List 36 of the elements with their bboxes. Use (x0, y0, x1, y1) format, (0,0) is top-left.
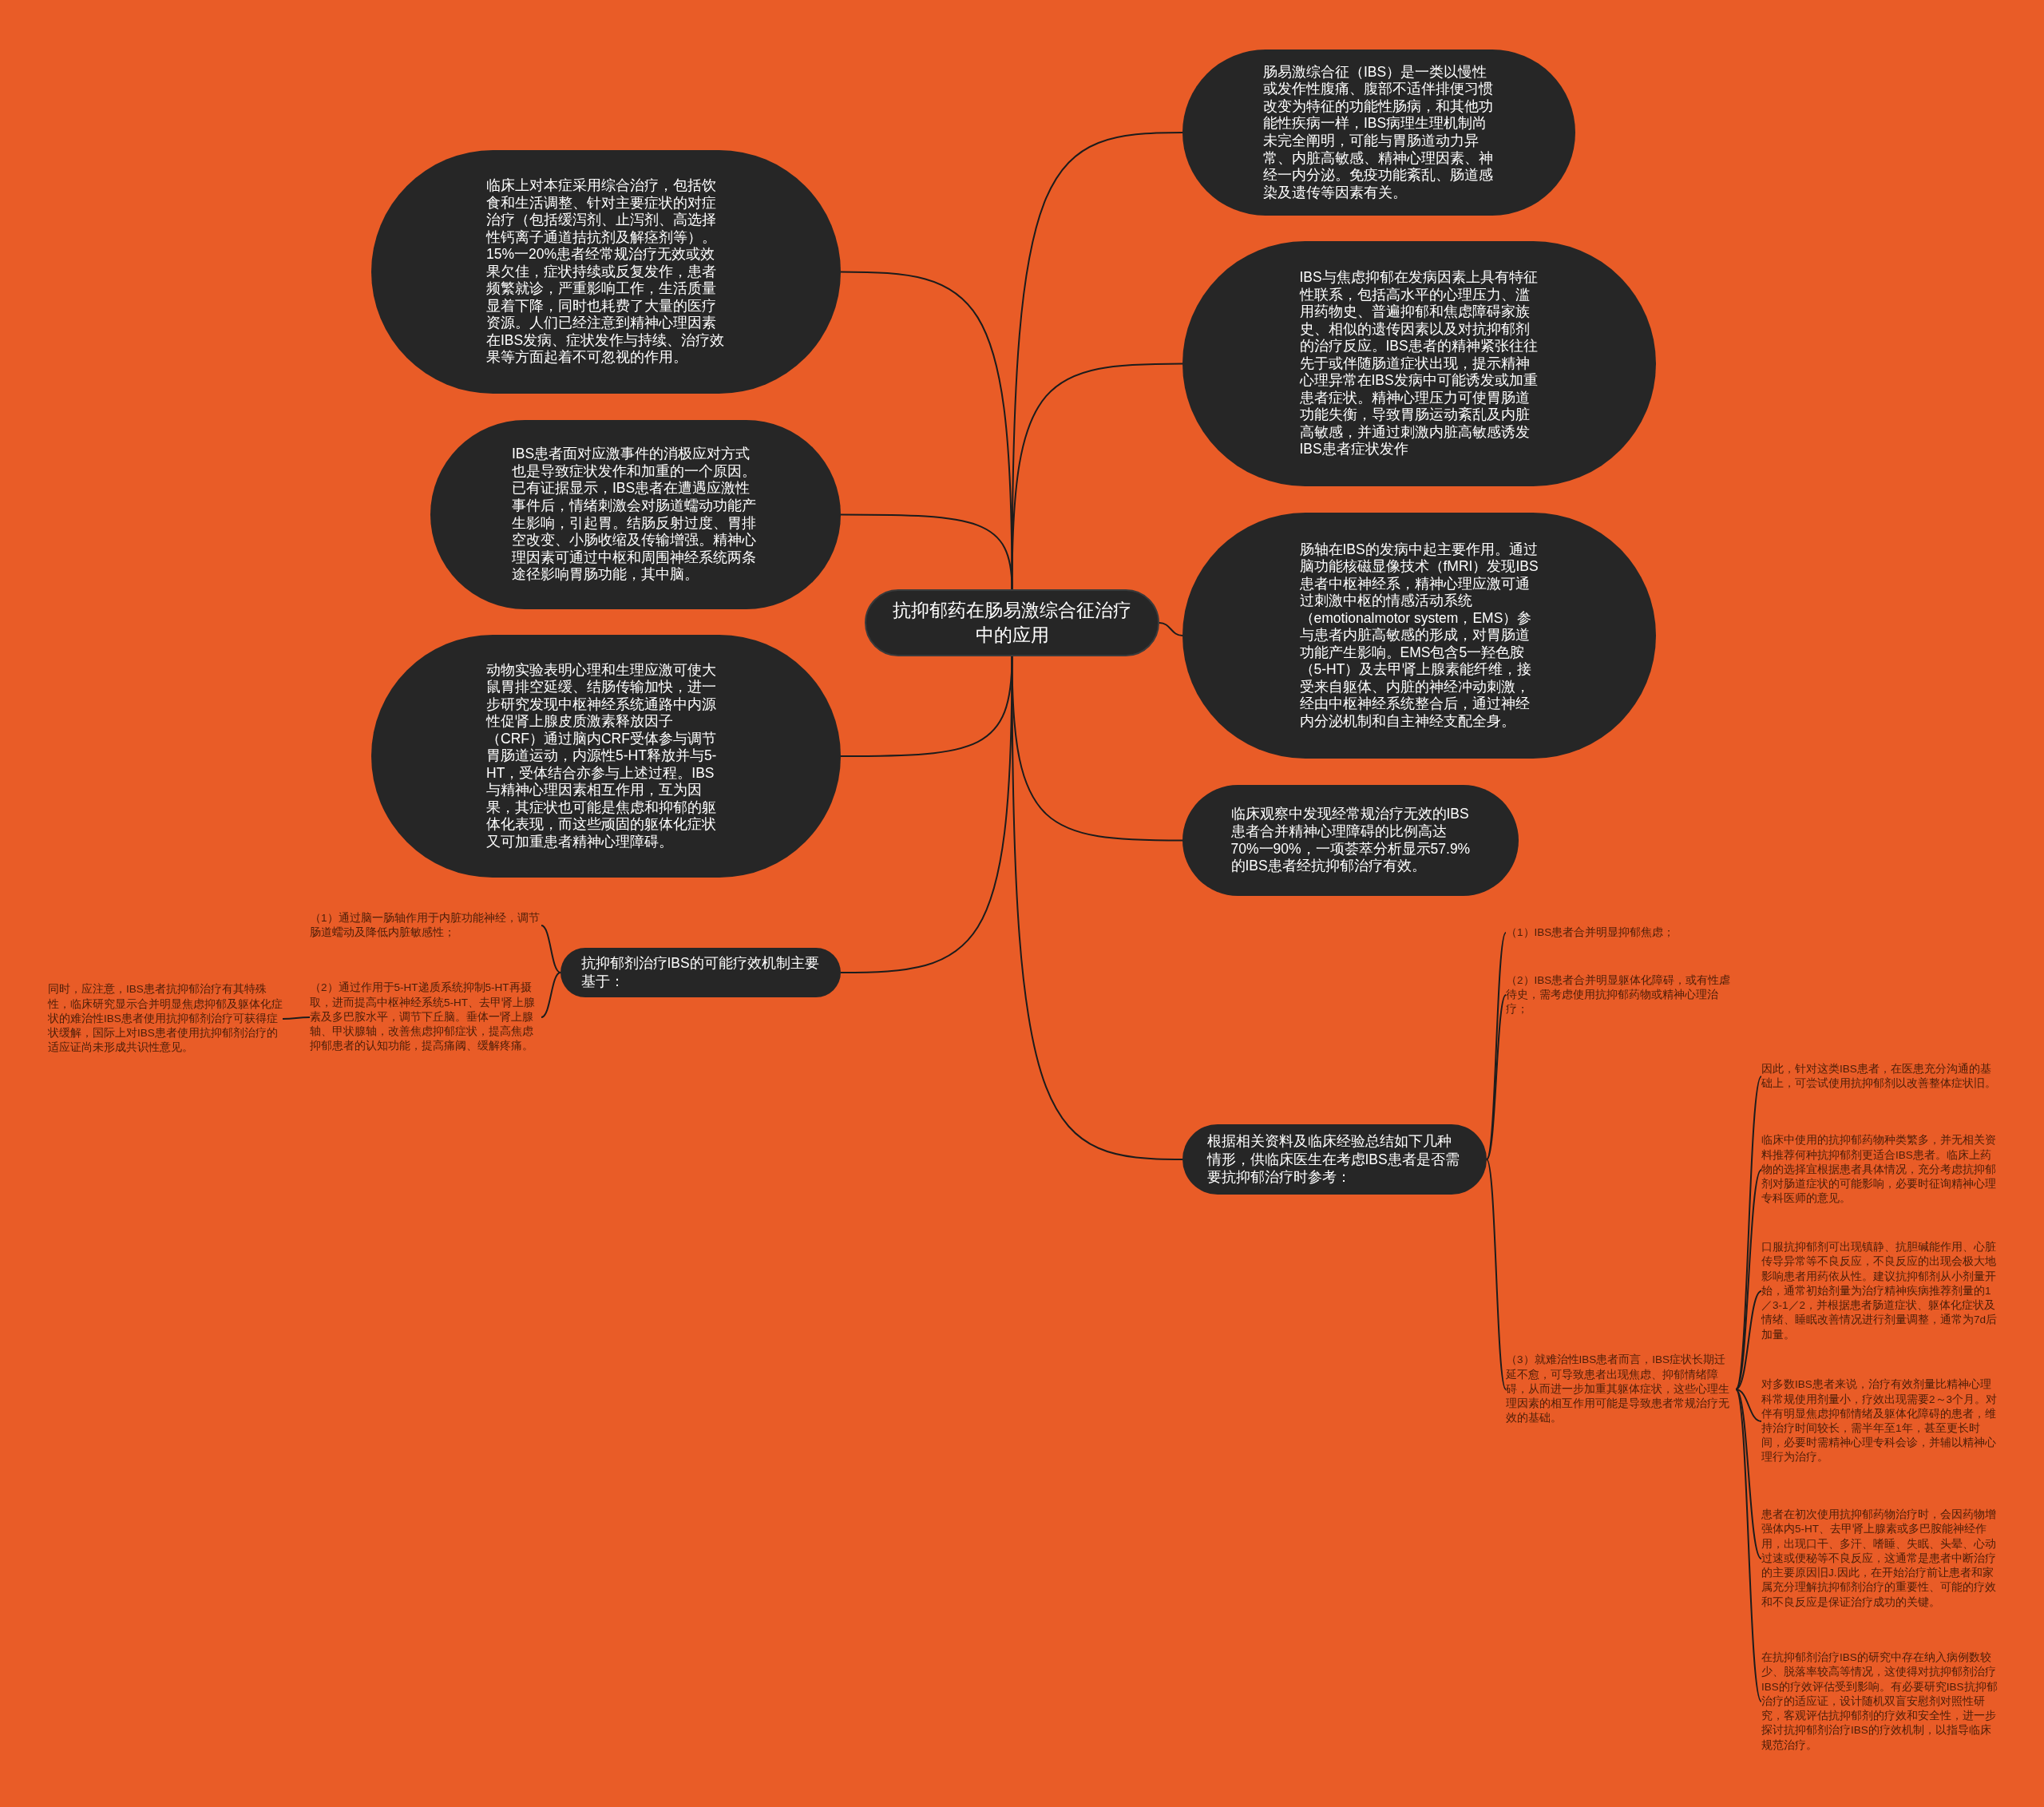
topic-bubble: IBS患者面对应激事件的消极应对方式也是导致症状发作和加重的一个原因。已有证据显示，IBS患者在遭遇应激性事件后，情绪刺激会对肠道蠕动功能产生影响，引起胃。结肠反射过度、胃排空改变、小肠收缩及传输增强。精神心理因素可通过中枢和周围神经系统两条途径影响胃肠功能，其中脑。 (430, 420, 841, 609)
note-text: （2）IBS患者合并明显躯体化障碍，或有性虐待史，需考虑使用抗抑郁药物或精神心理治疗； (1506, 969, 1736, 1020)
connector-line (1011, 363, 1183, 590)
connector-line (541, 972, 561, 1018)
note-text: 临床中使用的抗抑郁药物种类繁多，并无相关资料推荐何种抗抑郁剂更适合IBS患者。临床上药物的选择宜根据患者具体情况，充分考虑抗抑郁剂对肠道症状的可能影响，必要时征询精神心理专科医师的意见。 (1761, 1130, 2001, 1210)
note-text: （2）通过作用于5-HT递质系统抑制5-HT再摄取，进而提高中枢神经系统5-HT、去甲肾上腺素及多巴胺水平，调节下丘脑。垂体一肾上腺轴、甲状腺轴，改善焦虑抑郁症状，提高焦虑抑郁患者的认知功能，提高痛阈、缓解疼痛。 (310, 969, 541, 1065)
connector-line (541, 925, 561, 973)
connector-line (282, 1016, 311, 1020)
topic-bubble: 肠轴在IBS的发病中起主要作用。通过脑功能核磁显像技术（fMRI）发现IBS患者中枢神经系，精神心理应激可通过刺激中枢的情感活动系统（emotionalmotor system，EMS）参与患者内脏高敏感的形成，对胃肠道功能产生影响。EMS包含5一羟色胺（5-HT）及去甲肾上腺素能纤维，接受来自躯体、内脏的神经冲动刺激，经由中枢神经系统整合后，通过神经内分泌机制和自主神经支配全身。 (1182, 513, 1656, 759)
connector-line (1159, 622, 1183, 636)
connector-line (1735, 1076, 1762, 1390)
connector-line (1735, 1389, 1762, 1702)
topic-bubble: 肠易激综合征（IBS）是一类以慢性或发作性腹痛、腹部不适伴排便习惯改变为特征的功能性肠病，和其他功能性疾病一样，IBS病理生理机制尚未完全阐明，可能与胃肠道动力异常、内脏高敏感、精神心理因素、神经一内分泌。免疫功能紊乱、肠道感染及遗传等因素有关。 (1182, 50, 1575, 216)
topic-bubble: 临床上对本症采用综合治疗，包括饮食和生活调整、针对主要症状的对症治疗（包括缓泻剂、止泻剂、高选择性钙离子通道拮抗剂及解痉剂等）。15%一20%患者经常规治疗无效或效果欠佳，症状持续或反复发作，患者频繁就诊，严重影响工作，生活质量显着下降，同时也耗费了大量的医疗资源。人们已经注意到精神心理因素在IBS发病、症状发作与持续、治疗效果等方面起着不可忽视的作用。 (371, 150, 841, 394)
note-text: （1）通过脑一肠轴作用于内脏功能神经，调节肠道蠕动及降低内脏敏感性； (310, 907, 541, 944)
topic-bubble: 临床观察中发现经常规治疗无效的IBS患者合并精神心理障碍的比例高达70%一90%，一项荟萃分析显示57.9%的IBS患者经抗抑郁治疗有效。 (1182, 785, 1519, 896)
connector-line (1486, 1159, 1507, 1390)
note-text: （3）就难治性IBS患者而言，IBS症状长期迁延不愈，可导致患者出现焦虑、抑郁情绪障碍，从而进一步加重其躯体症状，这些心理生理因素的相互作用可能是导致患者常规治疗无效的基础。 (1506, 1349, 1736, 1429)
connector-line (1735, 1389, 1762, 1559)
topic-bubble: 根据相关资料及临床经验总结如下几种情形，供临床医生在考虑IBS患者是否需要抗抑郁治疗时参考： (1182, 1124, 1487, 1195)
note-text: 因此，针对这类IBS患者，在医患充分沟通的基础上，可尝试使用抗抑郁剂以改善整体症状旧。 (1761, 1052, 2001, 1100)
note-text: （1）IBS患者合并明显抑郁焦虑； (1506, 921, 1736, 944)
note-text: 在抗抑郁剂治疗IBS的研究中存在纳入病例数较少、脱落率较高等情况，这使得对抗抑郁剂治疗IBS的疗效评估受到影响。有必要研究IBS抗抑郁治疗的适应证，设计随机双盲安慰剂对照性研究，客观评估抗抑郁剂的疗效和安全性，进一步探讨抗抑郁剂治疗IBS的疗效机制，以指导临床规范治疗。 (1761, 1648, 2001, 1755)
note-text: 同时，应注意，IBS患者抗抑郁治疗有其特殊性，临床研究显示合并明显焦虑抑郁及躯体化症状的难治性IBS患者使用抗抑郁剂治疗可获得症状缓解，国际上对IBS患者使用抗抑郁剂治疗的适应证尚未形成共识性意见。 (48, 979, 283, 1059)
connector-line (1011, 656, 1183, 1160)
connector-line (840, 656, 1013, 973)
central-topic: 抗抑郁药在肠易激综合征治疗中的应用 (865, 589, 1159, 656)
topic-bubble: IBS与焦虑抑郁在发病因素上具有特征性联系，包括高水平的心理压力、滥用药物史、普遍抑郁和焦虑障碍家族史、相似的遗传因素以及对抗抑郁剂的治疗反应。IBS患者的精神紧张往往先于或伴随肠道症状出现，提示精神心理异常在IBS发病中可能诱发或加重患者症状。精神心理压力可使胃肠道功能失衡，导致胃肠运动紊乱及内脏高敏感，并通过刺激内脏高敏感诱发IBS患者症状发作 (1182, 241, 1656, 486)
connector-line (1735, 1389, 1762, 1422)
note-text: 患者在初次使用抗抑郁药物治疗时，会因药物增强体内5-HT、去甲肾上腺素或多巴胺能神经作用，出现口干、多汗、嗜睡、失眠、头晕、心动过速或便秘等不良反应，这通常是患者中断治疗的主要原因旧J.因此，在开始治疗前让患者和家属充分理解抗抑郁剂治疗的重要性、可能的疗效和不良反应是保证治疗成功的关键。 (1761, 1498, 2001, 1619)
topic-bubble: 抗抑郁剂治疗IBS的可能疗效机制主要基于： (561, 948, 841, 997)
note-text: 对多数IBS患者来说，治疗有效剂量比精神心理科常规使用剂量小，疗效出现需要2～3个月。对伴有明显焦虑抑郁情绪及躯体化障碍的患者，维持治疗时间较长，需半年至1年，甚至更长时间，必要时需精神心理专科会诊，并辅以精神心理行为治疗。 (1761, 1374, 2001, 1468)
note-text: 口服抗抑郁剂可出现镇静、抗胆碱能作用、心脏传导异常等不良反应，不良反应的出现会极大地影响患者用药依从性。建议抗抑郁剂从小剂量开始，通常初始剂量为治疗精神疾病推荐剂量的1／3-1／2，并根据患者肠道症状、躯体化症状及情绪、睡眠改善情况进行剂量调整，通常为7d后加量。 (1761, 1237, 2001, 1345)
connector-line (1486, 994, 1507, 1160)
connector-line (1735, 1290, 1762, 1390)
topic-bubble: 动物实验表明心理和生理应激可使大鼠胃排空延缓、结肠传输加快，进一步研究发现中枢神经系统通路中内源性促肾上腺皮质激素释放因子（CRF）通过脑内CRF受体参与调节胃肠道运动，内源性5-HT释放并与5-HT，受体结合亦参与上述过程。IBS与精神心理因素相互作用，互为因果，其症状也可能是焦虑和抑郁的躯体化表现，而这些顽固的躯体化症状又可加重患者精神心理障碍。 (371, 635, 841, 878)
